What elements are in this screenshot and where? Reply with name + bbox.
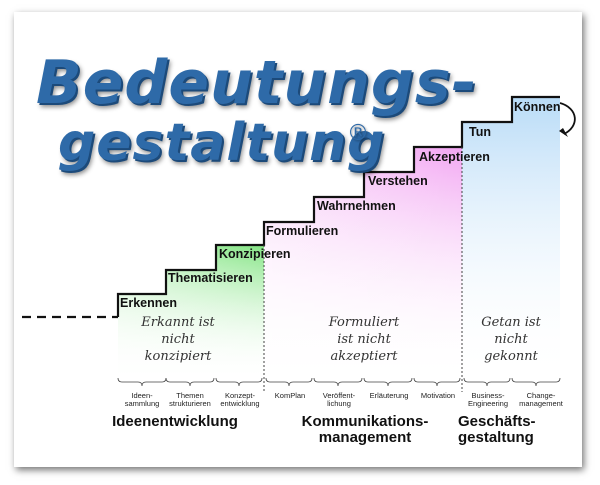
step-thematisieren: Thematisieren: [168, 271, 253, 285]
sub-changemanagement: Change- management: [519, 391, 563, 408]
registered-mark: ®: [347, 121, 369, 146]
sub-erlaeuterung: Erläuterung: [369, 391, 409, 400]
step-verstehen: Verstehen: [368, 174, 428, 188]
sub-veroeffentlichung: Veröffent- lichung: [322, 391, 356, 408]
sub-konzeptentwicklung: Konzept- entwicklung: [220, 391, 260, 408]
step-erkennen: Erkennen: [120, 296, 177, 310]
sub-komplan: KomPlan: [274, 391, 306, 400]
staircase-line: [116, 95, 560, 317]
note-ideenentwicklung: Erkannt ist nicht konzipiert: [141, 315, 215, 364]
title-line-2: gestaltung: [58, 113, 386, 173]
note-geschaeftsgestaltung: Getan ist nicht gekonnt: [481, 315, 541, 364]
step-wahrnehmen: Wahrnehmen: [317, 199, 396, 213]
step-tun: Tun: [469, 125, 491, 139]
curved-arrow-icon: [559, 102, 576, 135]
step-koennen: Können: [514, 100, 561, 114]
sub-ideensammlung: Ideen- sammlung: [124, 391, 160, 408]
title-line-1: Bedeutungs-: [36, 48, 478, 118]
sub-themen-strukturieren: Themen strukturieren: [169, 391, 211, 408]
blue-region: [462, 97, 560, 380]
step-akzeptieren: Akzeptieren: [419, 150, 490, 164]
note-kommunikation: Formuliert ist nicht akzeptiert: [328, 315, 400, 364]
step-formulieren: Formulieren: [266, 224, 339, 238]
group-geschaeftsgestaltung: Geschäfts- gestaltung: [458, 413, 536, 446]
sub-business-engineering: Business- Engineering: [467, 391, 509, 408]
sub-braces: [117, 377, 561, 387]
sub-motivation: Motivation: [420, 391, 456, 400]
step-konzipieren: Konzipieren: [219, 247, 291, 261]
group-ideenentwicklung: Ideenentwicklung: [112, 413, 238, 430]
group-kommunikationsmanagement: Kommunikations- management: [301, 413, 429, 446]
